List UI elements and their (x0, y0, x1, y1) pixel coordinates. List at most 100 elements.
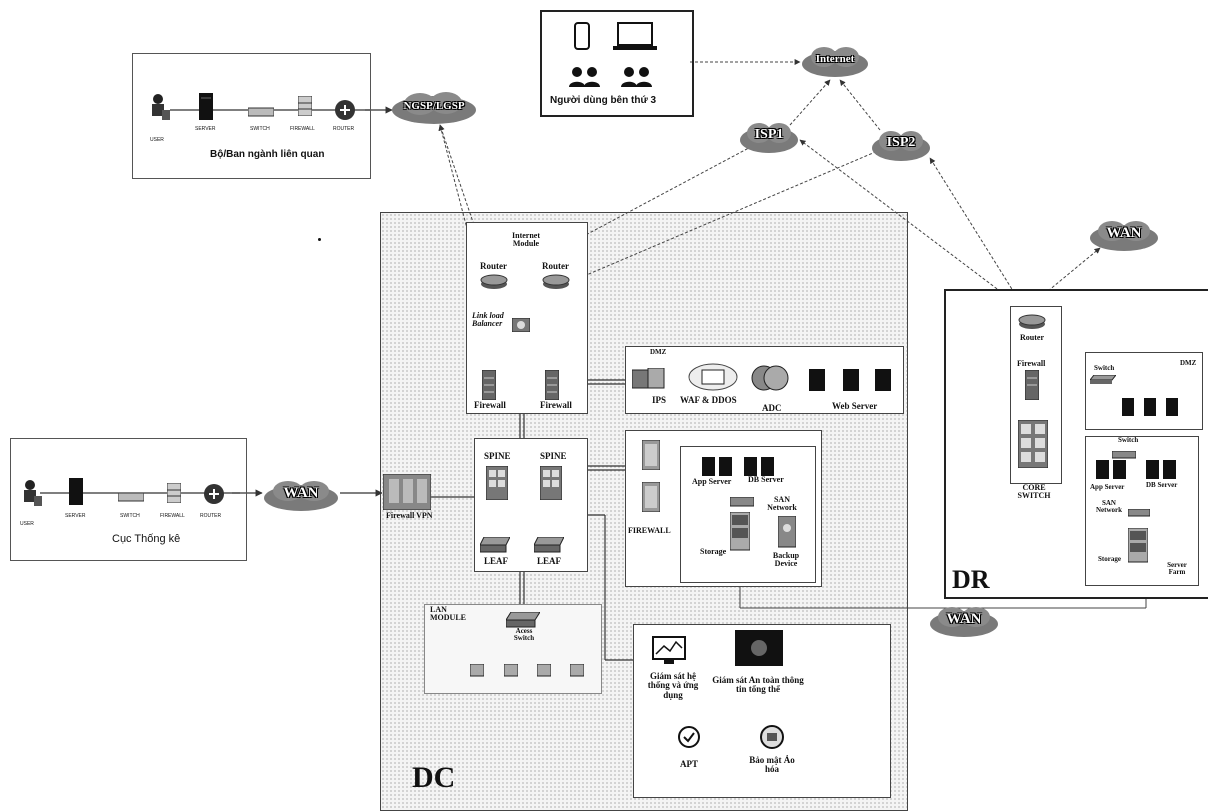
router-icon (480, 274, 508, 295)
app-server-label: App Server (692, 477, 732, 486)
internet-module-title: Internet Module (512, 231, 540, 249)
leaf-b-label: LEAF (537, 556, 562, 566)
server-icon (68, 477, 84, 512)
web-server-icon (874, 368, 892, 397)
farm-firewall-label: FIREWALL (628, 526, 671, 535)
backup-label: Backup Device (772, 551, 800, 569)
dr-san-label: SAN Network (1095, 499, 1123, 515)
device-label-firewall: FIREWALL (290, 126, 315, 132)
device-label-switch: SWITCH (250, 126, 270, 132)
firewall-icon (641, 481, 661, 517)
dmz-title: DMZ (650, 348, 667, 356)
apt-label: APT (680, 759, 698, 769)
server-icon (1122, 398, 1134, 421)
router-b-label: Router (542, 261, 569, 271)
pc-icon (503, 663, 519, 683)
virtualization-security-label: Bảo mật Ảo hóa (749, 755, 795, 775)
spine-switch-icon (485, 465, 509, 505)
adc-label: ADC (762, 403, 782, 413)
dc-title: DC (412, 761, 456, 794)
router-a-label: Router (480, 261, 507, 271)
dr-dmz-title: DMZ (1180, 359, 1197, 367)
leaf-a-label: LEAF (484, 556, 509, 566)
storage-label: Storage (700, 547, 727, 556)
access-switch-icon (505, 611, 541, 633)
pc-icon (536, 663, 552, 683)
switch-icon (117, 489, 145, 507)
spine-a-label: SPINE (484, 451, 511, 461)
cloud-wan-left: WAN (262, 478, 340, 512)
switch-icon (247, 104, 275, 122)
spine-switch-icon (539, 465, 563, 505)
router-icon (1018, 314, 1046, 335)
third-party-caption: Người dùng bên thứ 3 (550, 95, 657, 106)
dr-farm-box (1085, 436, 1199, 586)
router-icon (203, 483, 225, 510)
spine-b-label: SPINE (540, 451, 567, 461)
ministry-caption: Bộ/Ban ngành liên quan (210, 149, 325, 160)
app-server-icon (1096, 460, 1128, 485)
adc-icon (750, 364, 790, 397)
device-label-firewall: FIREWALL (160, 513, 185, 519)
leaf-switch-icon (479, 536, 511, 558)
ips-label: IPS (652, 395, 667, 405)
dr-dmz-switch-label: Switch (1094, 364, 1115, 372)
cloud-isp2-label: ISP2 (886, 135, 916, 150)
load-balancer-icon (511, 317, 531, 337)
security-monitor-icon (735, 630, 783, 671)
apt-icon (677, 725, 701, 754)
core-switch-icon (1017, 419, 1049, 473)
device-label-router: ROUTER (333, 126, 355, 132)
device-label-user: USER (150, 137, 164, 143)
waf-icon (688, 362, 738, 397)
backup-icon (777, 515, 797, 553)
cloud-isp1-label: ISP1 (754, 127, 784, 142)
firewall-a-label: Firewall (474, 400, 506, 410)
stray-dot (318, 238, 321, 241)
cloud-wan-bottom: WAN (928, 604, 1000, 638)
san-switch-icon (1127, 504, 1151, 522)
ips-icon (631, 367, 666, 395)
cloud-wan-left-label: WAN (283, 485, 319, 501)
ministry-network-box (132, 53, 371, 179)
virtualization-security-icon (759, 724, 785, 755)
router-icon (542, 274, 570, 295)
dr-box (944, 289, 1208, 599)
device-label-user: USER (20, 521, 34, 527)
pc-icon (469, 663, 485, 683)
users-icon (568, 66, 602, 93)
access-switch-label: Acess Switch (513, 627, 535, 643)
pc-icon (569, 663, 585, 683)
db-server-icon (1146, 460, 1178, 485)
san-switch-icon (729, 494, 755, 512)
web-server-icon (842, 368, 860, 397)
monitor-system-label: Giám sát hệ thống và ứng dụng (647, 671, 699, 700)
device-label-router: ROUTER (200, 513, 222, 519)
firewall-icon (1024, 369, 1040, 405)
dr-db-server-label: DB Server (1146, 481, 1178, 489)
cloud-wan-dr-top: WAN (1088, 218, 1160, 252)
dr-title: DR (952, 565, 990, 594)
cloud-ngsp: NGSP/LGSP (390, 90, 478, 126)
server-farm-inner-box (680, 446, 816, 583)
cloud-ngsp-label: NGSP/LGSP (403, 100, 465, 112)
stats-caption: Cục Thống kê (112, 533, 181, 545)
web-server-icon (808, 368, 826, 397)
dr-dmz-box (1085, 352, 1203, 430)
phone-icon (574, 22, 590, 55)
stats-network-box (10, 438, 247, 561)
user-icon (20, 478, 44, 513)
dr-core-switch-label: CORE SWITCH (1017, 483, 1051, 501)
cloud-isp1: ISP1 (738, 120, 800, 154)
waf-label: WAF & DDOS (680, 395, 737, 405)
dr-app-server-label: App Server (1090, 483, 1125, 491)
dr-server-farm-label: Server Farm (1167, 561, 1187, 577)
monitor-security-label: Giám sát An toàn thông tin tổng thể (712, 675, 804, 695)
laptop-icon (612, 22, 658, 57)
dr-firewall-label: Firewall (1017, 359, 1046, 368)
third-party-box (540, 10, 694, 117)
firewall-icon (297, 95, 313, 121)
server-icon (198, 92, 214, 127)
dr-storage-label: Storage (1098, 555, 1121, 563)
firewall-b-label: Firewall (540, 400, 572, 410)
